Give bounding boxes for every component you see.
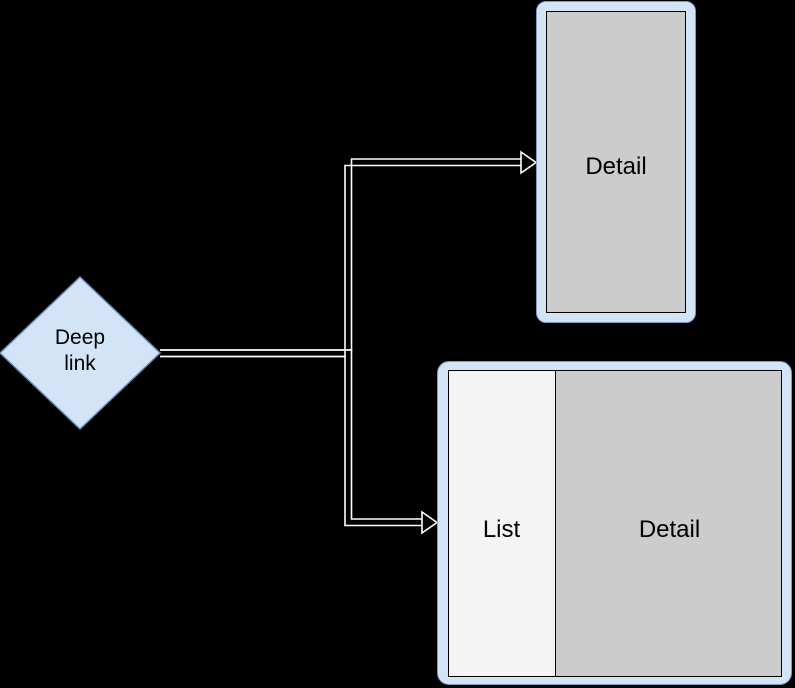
phone-device-frame[interactable] xyxy=(536,1,696,323)
phone-screen-detail[interactable] xyxy=(546,11,686,313)
arrowhead-to-tablet xyxy=(421,510,439,535)
edge-deeplink-to-tablet xyxy=(160,349,439,535)
edge-deeplink-to-phone xyxy=(160,150,538,358)
arrowhead-to-phone xyxy=(520,150,538,175)
tablet-device-frame[interactable] xyxy=(437,361,792,685)
tablet-screen xyxy=(448,370,782,677)
tablet-pane-list[interactable] xyxy=(449,371,556,676)
deep-link-diamond[interactable] xyxy=(0,275,162,431)
tablet-pane-detail[interactable] xyxy=(556,371,781,676)
